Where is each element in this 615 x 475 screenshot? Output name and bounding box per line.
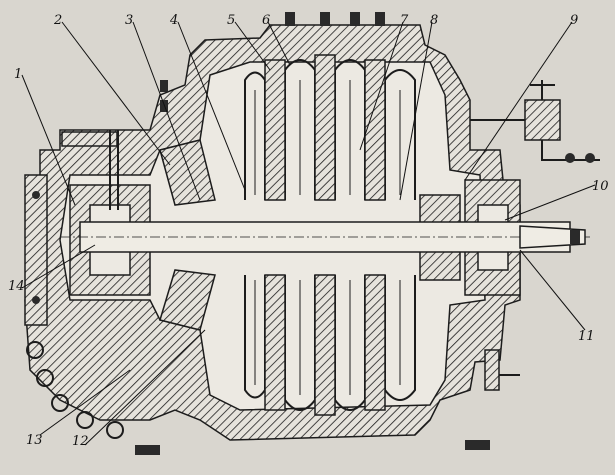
callout-5: 5 xyxy=(227,13,235,28)
suction-inlet-lower xyxy=(159,269,216,331)
left-flange xyxy=(24,174,48,326)
valve-assembly xyxy=(470,80,600,163)
callout-7: 7 xyxy=(400,13,409,28)
callout-12: 12 xyxy=(72,434,89,449)
callout-3: 3 xyxy=(125,13,133,28)
drain-pipe xyxy=(484,349,520,391)
suction-inlet-upper xyxy=(159,139,216,206)
callout-11: 11 xyxy=(578,329,595,344)
callout-14: 14 xyxy=(8,279,25,294)
flange-bolts-left xyxy=(32,191,40,304)
callout-6: 6 xyxy=(262,13,270,28)
callout-2: 2 xyxy=(53,13,62,28)
callout-labels: 1 2 3 4 5 6 7 8 9 10 11 12 13 14 xyxy=(8,13,609,449)
callout-4: 4 xyxy=(169,13,178,28)
callout-10: 10 xyxy=(592,179,609,194)
callout-9: 9 xyxy=(570,13,578,28)
shaft-nut xyxy=(570,230,580,244)
top-casing-bolts xyxy=(160,12,385,112)
callout-1: 1 xyxy=(14,67,22,82)
callout-leaders xyxy=(21,21,596,446)
impeller-stages-upper xyxy=(244,54,416,201)
shaft-coupling-end xyxy=(519,225,586,249)
left-top-pipe xyxy=(61,130,119,210)
base-foot-left xyxy=(135,445,160,455)
callout-8: 8 xyxy=(430,13,438,28)
base-foot-right xyxy=(465,440,490,450)
impeller-stages-lower xyxy=(244,274,416,416)
bottom-left-flange-bolts xyxy=(26,341,124,439)
callout-13: 13 xyxy=(26,433,43,448)
